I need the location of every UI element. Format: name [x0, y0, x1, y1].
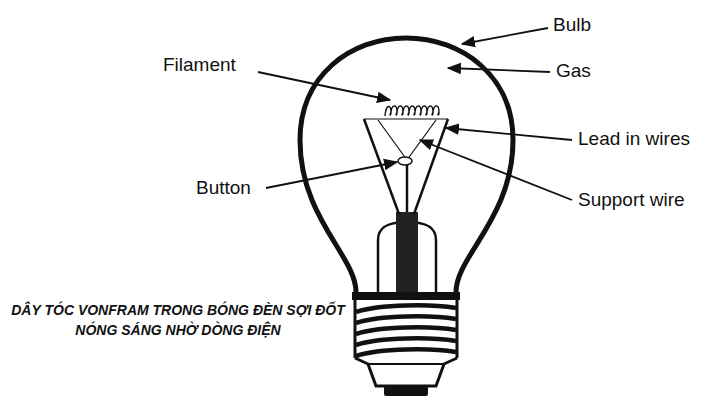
leader-arrow [258, 72, 390, 100]
stem [396, 212, 418, 292]
leader-arrow [446, 128, 572, 140]
button-label: Button [196, 177, 251, 199]
screw-threads [356, 305, 456, 356]
leader-arrow [448, 68, 550, 72]
lead-wire-label: Lead in wires [578, 128, 690, 150]
base-rim [352, 292, 460, 300]
lead-wire [364, 119, 399, 214]
support-wire [406, 162, 409, 212]
gas-label: Gas [556, 60, 591, 82]
leader-arrow [462, 28, 548, 44]
support-wire-label: Support wire [578, 189, 685, 211]
base-side [355, 300, 457, 358]
contact [384, 386, 428, 396]
support-wire [378, 120, 436, 160]
button [398, 157, 412, 165]
filament-coil [385, 106, 439, 116]
leader-arrow [420, 140, 572, 200]
filament-label: Filament [163, 54, 236, 76]
base-insulator [368, 363, 444, 365]
lead-wire [414, 119, 448, 214]
lead-top [364, 118, 448, 119]
caption: DÂY TÓC VONFRAM TRONG BÓNG ĐÈN SỢI ĐỐT N… [8, 300, 348, 341]
leader-arrow [266, 162, 397, 188]
base-insulator [355, 358, 457, 386]
bulb-label: Bulb [553, 14, 591, 36]
